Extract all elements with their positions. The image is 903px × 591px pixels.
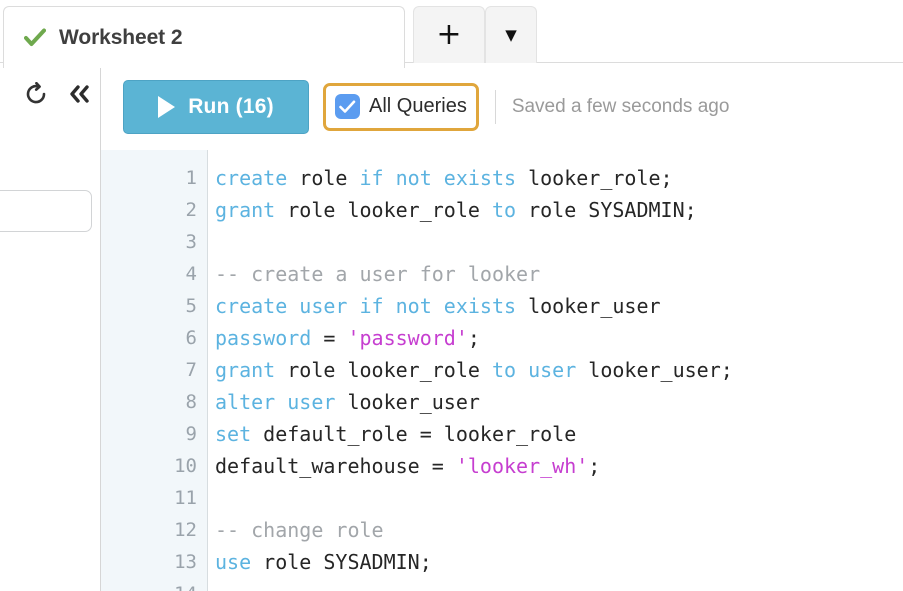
code-line[interactable]: grant role looker_role to role SYSADMIN; xyxy=(215,194,903,226)
code-token: if not exists xyxy=(359,166,517,190)
code-line[interactable]: password = 'password'; xyxy=(215,322,903,354)
code-token: ; xyxy=(588,454,601,478)
play-triangle-icon xyxy=(158,95,176,118)
code-line[interactable]: alter user looker_user xyxy=(215,386,903,418)
code-line[interactable]: -- create a user for looker xyxy=(215,258,903,290)
code-token: alter user xyxy=(215,390,336,414)
code-line[interactable]: create user if not exists looker_user xyxy=(215,290,903,322)
sql-editor[interactable]: 1234567891011121314 create role if not e… xyxy=(101,150,903,591)
line-number: 12 xyxy=(174,519,197,541)
code-token: role looker_role xyxy=(275,198,492,222)
sidebar-icon-group xyxy=(22,80,94,108)
all-queries-label: All Queries xyxy=(369,95,467,117)
line-number: 3 xyxy=(185,231,197,253)
run-button[interactable]: Run (16) xyxy=(123,79,309,134)
worksheet-menu-button[interactable]: ▼ xyxy=(485,6,537,63)
line-number: 10 xyxy=(174,455,197,477)
code-line[interactable]: default_warehouse = 'looker_wh'; xyxy=(215,450,903,482)
code-token: to user xyxy=(491,358,577,382)
line-number: 14 xyxy=(174,578,197,591)
code-token: looker_user xyxy=(516,294,661,318)
add-worksheet-button[interactable]: + xyxy=(413,6,485,63)
double-chevron-left-icon[interactable] xyxy=(66,80,94,108)
code-token: set xyxy=(215,422,252,446)
code-line[interactable]: create role if not exists looker_role; xyxy=(215,162,903,194)
code-token: looker_user; xyxy=(576,358,733,382)
line-number: 11 xyxy=(174,487,197,509)
tab-title: Worksheet 2 xyxy=(59,25,183,49)
line-number: 5 xyxy=(185,295,197,317)
line-number: 9 xyxy=(185,423,197,445)
editor-gutter: 1234567891011121314 xyxy=(101,150,208,591)
editor-toolbar: Run (16) All Queries Saved a few seconds… xyxy=(101,63,903,150)
all-queries-toggle[interactable]: All Queries xyxy=(323,82,479,131)
line-number: 2 xyxy=(185,199,197,221)
code-token: use xyxy=(215,550,252,574)
all-queries-checkbox[interactable] xyxy=(335,94,360,119)
sidebar-search-input[interactable] xyxy=(0,190,92,232)
code-token: 'looker_wh' xyxy=(455,454,589,478)
tab-worksheet-2[interactable]: Worksheet 2 xyxy=(3,6,405,68)
green-check-icon xyxy=(24,28,46,48)
code-token: create user if not exists xyxy=(215,294,517,318)
code-token: = xyxy=(311,326,348,350)
toolbar-divider xyxy=(494,89,496,124)
code-line[interactable]: -- change role xyxy=(215,514,903,546)
code-token: role SYSADMIN; xyxy=(251,550,432,574)
code-token: create xyxy=(215,166,288,190)
code-token: 'password' xyxy=(347,326,468,350)
line-number: 13 xyxy=(174,551,197,573)
plus-icon: + xyxy=(436,17,462,52)
saved-status-text: Saved a few seconds ago xyxy=(511,95,730,117)
code-token: role looker_role xyxy=(275,358,492,382)
line-number: 8 xyxy=(185,391,197,413)
code-token: role xyxy=(287,166,360,190)
code-token: default_warehouse = xyxy=(215,454,456,478)
code-token: default_role = looker_role xyxy=(251,422,577,446)
code-line[interactable]: grant role looker_role to user looker_us… xyxy=(215,354,903,386)
code-line[interactable] xyxy=(215,482,903,514)
code-token: grant xyxy=(215,358,276,382)
code-token: looker_user xyxy=(335,390,480,414)
line-number: 4 xyxy=(185,263,197,285)
code-line[interactable] xyxy=(215,578,903,591)
left-sidebar xyxy=(0,63,101,591)
code-token: role SYSADMIN; xyxy=(516,198,697,222)
code-token: grant xyxy=(215,198,276,222)
code-line[interactable]: use role SYSADMIN; xyxy=(215,546,903,578)
code-line[interactable]: set default_role = looker_role xyxy=(215,418,903,450)
chevron-down-icon: ▼ xyxy=(505,25,517,44)
code-line[interactable] xyxy=(215,226,903,258)
line-number: 6 xyxy=(185,327,197,349)
code-token: ; xyxy=(467,326,480,350)
editor-code-area[interactable]: create role if not exists looker_role;gr… xyxy=(209,150,903,591)
code-token: to xyxy=(491,198,517,222)
code-token: -- create a user for looker xyxy=(215,262,541,286)
refresh-icon[interactable] xyxy=(22,80,50,108)
run-button-label: Run (16) xyxy=(188,94,274,118)
code-token: looker_role; xyxy=(516,166,673,190)
code-token: password xyxy=(215,326,312,350)
worksheet-tab-bar: Worksheet 2 + ▼ xyxy=(0,0,903,68)
line-number: 1 xyxy=(185,167,197,189)
code-token: -- change role xyxy=(215,518,384,542)
line-number: 7 xyxy=(185,359,197,381)
